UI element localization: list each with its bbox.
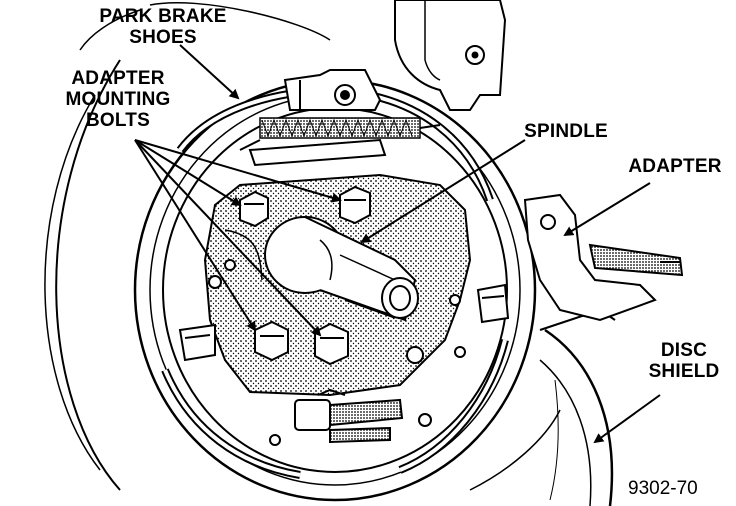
leader-adapter [563, 182, 651, 237]
figure-number: 9302-70 [628, 478, 698, 499]
upper-return-spring [239, 117, 441, 151]
park-brake-shoes [161, 86, 509, 479]
leader-park-brake-shoes [179, 44, 240, 100]
label-park-brake-shoes-line2: SHOES [129, 27, 197, 48]
label-adapter-mounting-bolts-line3: BOLTS [86, 110, 150, 131]
label-spindle: SPINDLE [518, 121, 614, 142]
bolt-upper-left [239, 190, 269, 228]
hold-down-clips [178, 259, 510, 446]
label-adapter-mounting-bolts: ADAPTER MOUNTING BOLTS [52, 68, 184, 131]
label-spindle-text: SPINDLE [524, 121, 608, 142]
bolt-upper-right [339, 185, 371, 225]
bolt-lower-right [314, 322, 349, 366]
leader-bolt-upper-left [134, 139, 242, 207]
leader-bolt-lower-left [134, 139, 257, 332]
lower-adjuster [294, 388, 404, 444]
label-disc-shield-line2: SHIELD [648, 361, 720, 382]
leader-spindle [360, 139, 526, 244]
mounting-bolts [239, 185, 371, 366]
leader-disc-shield [593, 394, 661, 444]
leader-bolt-lower-right [134, 139, 322, 337]
anchor-block [283, 69, 382, 111]
label-adapter-text: ADAPTER [628, 156, 722, 177]
label-disc-shield-line1: DISC [660, 340, 708, 361]
bolt-lower-left [254, 320, 289, 362]
steering-knuckle [394, 0, 507, 111]
outer-rotor-arcs [44, 1, 331, 491]
label-park-brake-shoes-line1: PARK BRAKE [99, 6, 227, 27]
label-disc-shield: DISC SHIELD [644, 340, 724, 382]
label-adapter-mounting-bolts-line1: ADAPTER [71, 68, 165, 89]
leader-lines [134, 44, 661, 444]
adjuster-bar [248, 138, 387, 167]
leader-bolt-upper-right [134, 139, 342, 203]
label-adapter: ADAPTER [626, 156, 724, 177]
label-park-brake-shoes: PARK BRAKE SHOES [92, 6, 234, 48]
label-adapter-mounting-bolts-line2: MOUNTING [65, 89, 171, 110]
spindle [264, 216, 419, 322]
adapter-bracket [523, 193, 684, 322]
disc-shield [469, 308, 616, 506]
